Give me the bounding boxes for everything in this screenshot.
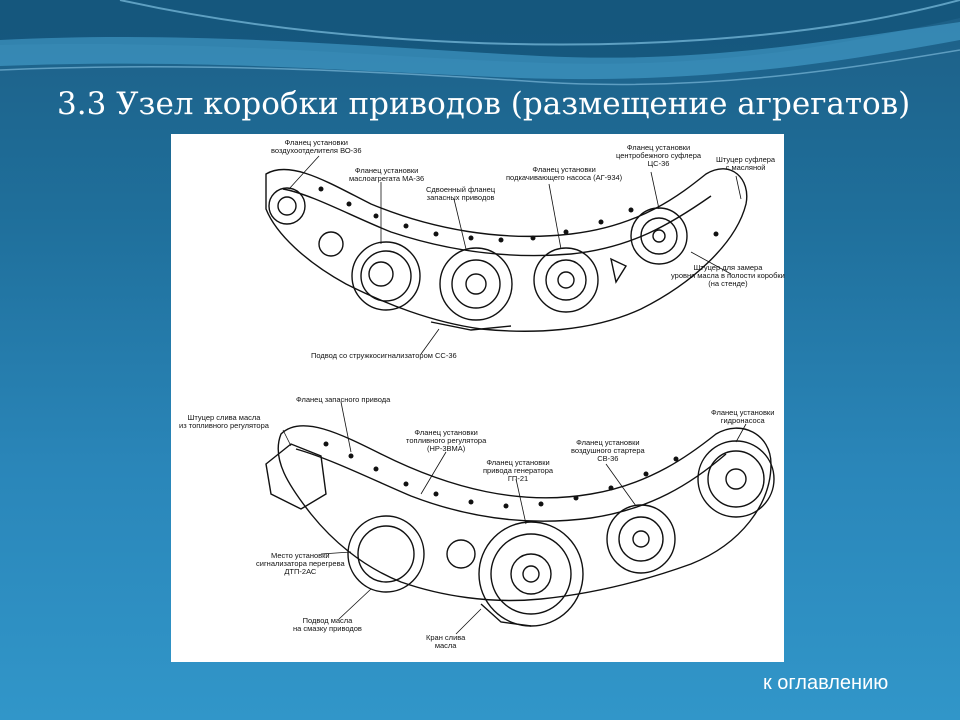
gearbox-drawing [265,155,775,635]
slide-title: 3.3 Узел коробки приводов (размещение аг… [57,86,911,122]
decorative-waves [0,0,960,86]
label-oil-drain: Подвод со стружкосигнализатором СС-36 [311,351,457,360]
toc-link[interactable]: к оглавлению [763,672,889,694]
label-spare-drive-flange: Фланец запасного привода [296,395,391,404]
